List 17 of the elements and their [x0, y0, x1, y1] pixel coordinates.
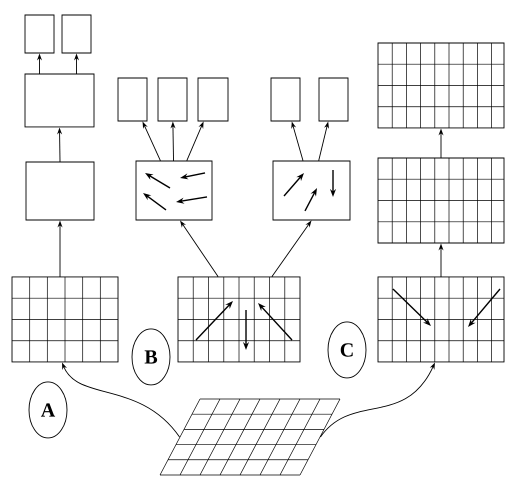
grid — [12, 276, 118, 362]
box — [270, 78, 300, 122]
box — [26, 162, 94, 220]
box — [198, 78, 228, 122]
grid — [378, 276, 504, 362]
box — [24, 74, 94, 128]
box — [136, 160, 212, 220]
box — [24, 14, 54, 54]
grid — [378, 42, 504, 128]
box — [318, 78, 348, 122]
grid — [378, 158, 504, 244]
box — [118, 78, 148, 122]
grid — [178, 276, 300, 362]
box — [62, 14, 92, 54]
skewed-grid — [160, 398, 340, 476]
box — [272, 160, 350, 220]
box — [158, 78, 188, 122]
